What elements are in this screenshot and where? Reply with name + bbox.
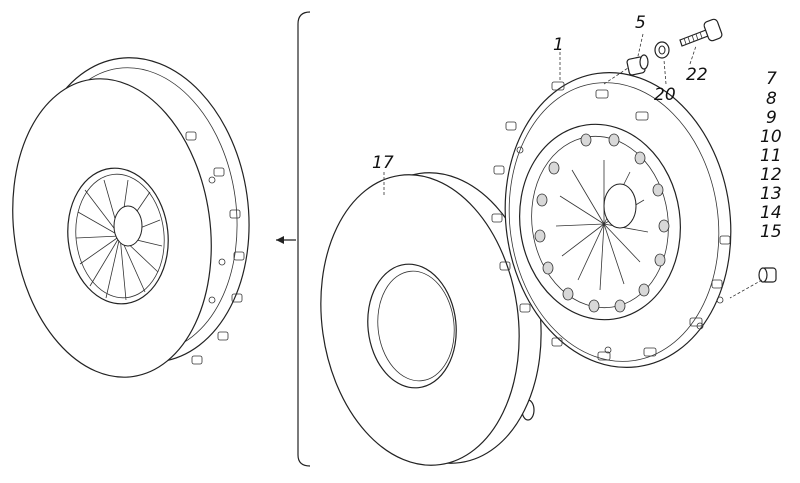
callout-8: 8 (766, 89, 777, 109)
callout-7: 7 (766, 69, 777, 89)
pressure-plate-part (491, 72, 732, 368)
pressure-plate-ring-holes (534, 133, 670, 313)
callout-9: 9 (766, 108, 777, 128)
clutch-disc-center-hole (367, 263, 457, 389)
callout-10: 10 (760, 127, 782, 147)
bushing-part-15 (758, 267, 777, 283)
bolt-part-22 (679, 18, 723, 47)
assembled-center-bore (113, 205, 143, 247)
callout-20: 20 (654, 85, 676, 105)
pressure-plate-diaphragm-fingers (555, 160, 649, 291)
bushing-part-5 (626, 54, 649, 76)
callout-22: 22 (686, 65, 708, 85)
assembled-clutch-view (12, 57, 250, 378)
callout-13: 13 (760, 184, 782, 204)
leader-lines (383, 33, 763, 299)
callout-12: 12 (760, 165, 782, 185)
pressure-plate-inner-ring (519, 123, 681, 321)
assembly-arrow (276, 236, 296, 244)
callout-5: 5 (635, 13, 646, 33)
callout-17: 17 (372, 153, 394, 173)
clutch-disc-part (320, 172, 542, 466)
pressure-plate-mounting-lugs (491, 81, 731, 361)
callout-15: 15 (760, 222, 782, 242)
pressure-plate-center-bore (603, 183, 637, 229)
callout-1: 1 (553, 35, 564, 55)
washer-part-20 (654, 41, 670, 59)
callout-14: 14 (760, 203, 782, 223)
grouping-bracket (297, 11, 311, 467)
callout-11: 11 (760, 146, 782, 166)
